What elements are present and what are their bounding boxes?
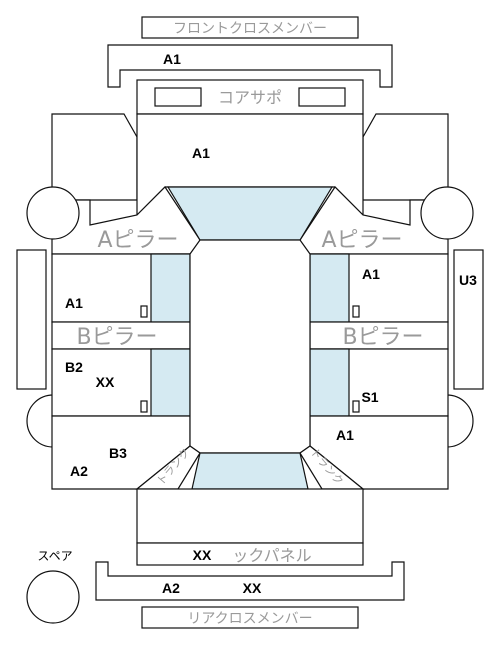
wheel-front-right[interactable] — [420, 186, 474, 240]
front-cross-member-box[interactable] — [141, 16, 359, 39]
rear-cross-member-label: リアクロスメンバー — [187, 611, 312, 627]
left-rocker-part[interactable] — [16, 249, 47, 390]
right-rear-door-code: S1 — [361, 389, 378, 405]
left-rear-window — [150, 348, 191, 417]
left-front-window — [150, 253, 191, 323]
front-cross-member-part[interactable] — [107, 44, 393, 88]
rear-cross-member-code-right: XX — [243, 580, 262, 596]
front-cross-member-label: フロントクロスメンバー — [173, 21, 327, 37]
right-rear-handle — [352, 400, 360, 413]
rear-cross-member-box[interactable] — [141, 606, 359, 629]
left-front-fender-part[interactable] — [51, 113, 138, 201]
rear-cross-member-part[interactable] — [95, 561, 405, 601]
a-pillar-right-label: Aピラー — [321, 228, 402, 253]
back-panel-code: XX — [193, 547, 212, 563]
rear-glass[interactable] — [191, 452, 309, 490]
back-panel-part[interactable] — [136, 542, 364, 566]
right-rear-fender-code: A1 — [336, 427, 354, 443]
right-rocker-code: U3 — [459, 272, 477, 288]
roof-part[interactable] — [189, 239, 311, 454]
hood-code: A1 — [192, 145, 210, 161]
left-front-handle — [140, 305, 148, 318]
right-rear-window — [309, 348, 350, 417]
core-support-label: コアサポ — [218, 88, 282, 107]
left-rear-door-code-1: B2 — [65, 359, 83, 375]
back-panel-label: ックパネル — [232, 546, 311, 565]
right-front-door-code: A1 — [362, 266, 380, 282]
left-b-pillar-part[interactable] — [51, 321, 191, 350]
spare-label: スペア — [37, 549, 72, 563]
rear-cross-member-code-left: A2 — [162, 580, 180, 596]
left-rear-door-code-2: XX — [96, 374, 115, 390]
right-rocker-part[interactable] — [453, 249, 484, 390]
left-rear-fender-code: B3 — [109, 445, 127, 461]
headlight-left — [154, 87, 202, 107]
b-pillar-right-label: Bピラー — [342, 325, 423, 350]
spare-tire[interactable] — [26, 570, 80, 624]
left-front-door-code: A1 — [65, 295, 83, 311]
right-front-handle — [352, 305, 360, 318]
right-front-fender-part[interactable] — [362, 113, 449, 201]
right-b-pillar-part[interactable] — [309, 321, 449, 350]
right-front-window — [309, 253, 350, 323]
headlight-right — [298, 87, 346, 107]
wheel-front-left[interactable] — [26, 186, 80, 240]
left-rear-handle — [140, 400, 148, 413]
b-pillar-left-label: Bピラー — [76, 325, 157, 350]
a-pillar-left-label: Aピラー — [97, 228, 178, 253]
front-cross-member-code: A1 — [163, 51, 181, 67]
trunk-lid-part[interactable] — [136, 488, 364, 544]
left-quarter-code: A2 — [70, 463, 88, 479]
